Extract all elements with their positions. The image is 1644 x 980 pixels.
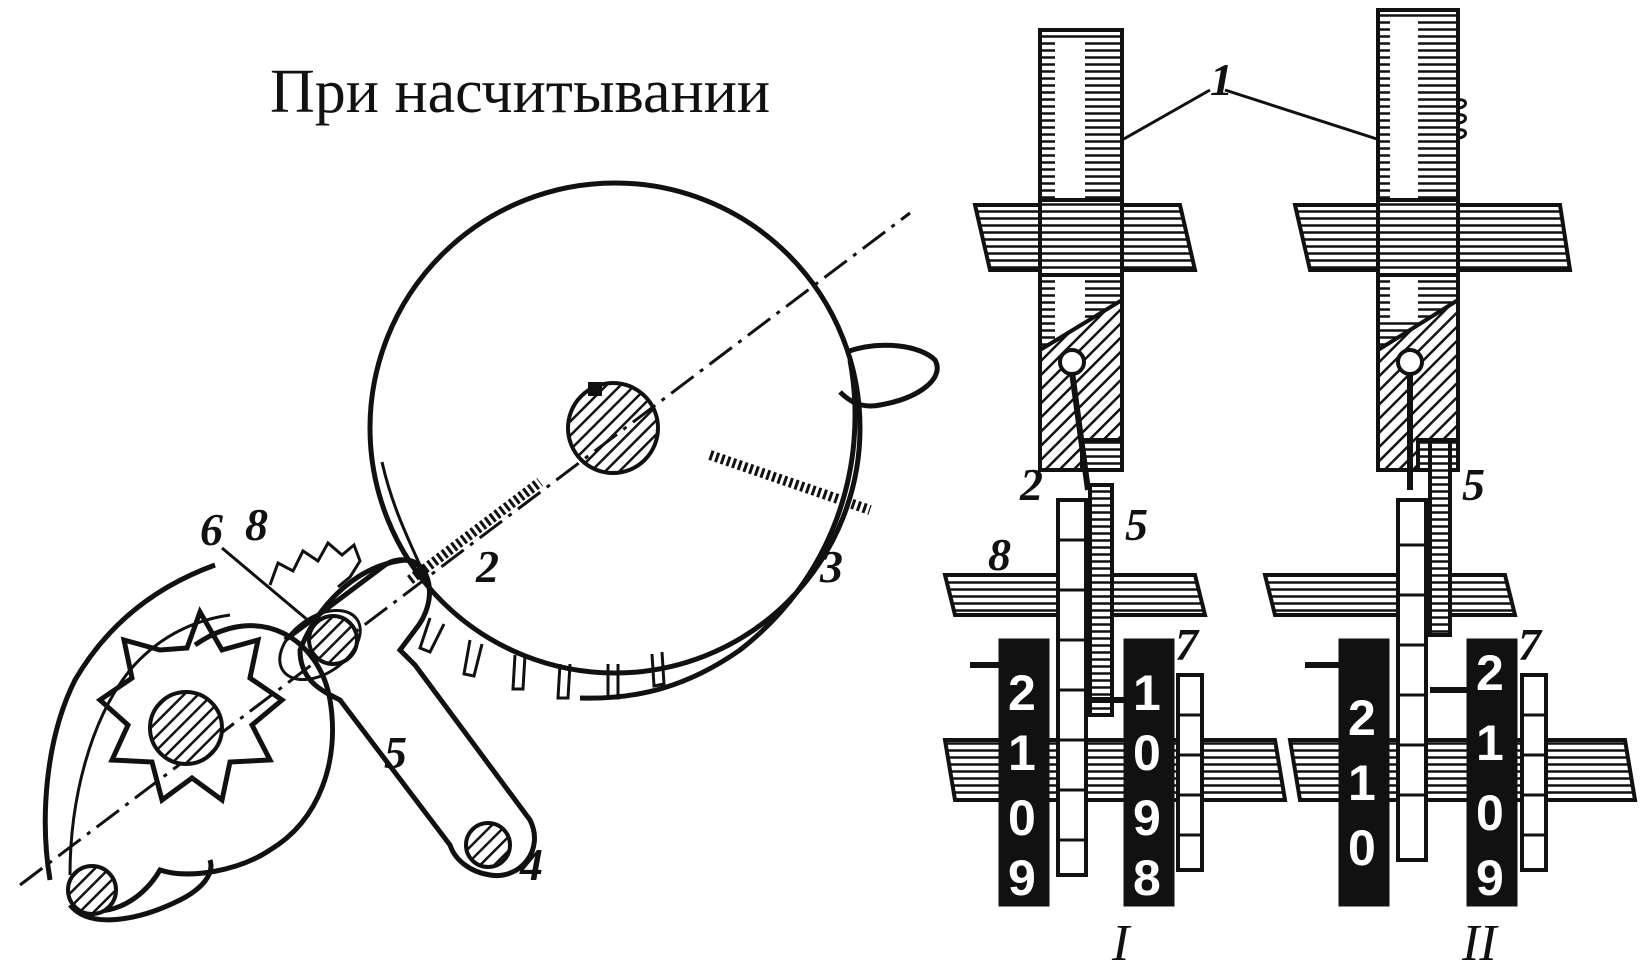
view-II-pivot bbox=[1396, 348, 1424, 376]
view-I-label-8: 8 bbox=[988, 529, 1011, 580]
bottom-pivot bbox=[66, 864, 118, 916]
view-I-right-digit-2: 9 bbox=[1133, 790, 1161, 846]
disc-rim-arc bbox=[579, 359, 858, 701]
center-line bbox=[19, 211, 911, 887]
view-I-bottom-shaft bbox=[942, 738, 1288, 802]
gear-8 bbox=[268, 540, 362, 589]
view-I-right-gear bbox=[1176, 673, 1204, 872]
view-I-left-digit-0: 2 bbox=[1008, 665, 1036, 721]
view-II-lever-5 bbox=[1428, 438, 1452, 637]
view-I-right-digit-1: 0 bbox=[1133, 725, 1161, 781]
view-I-label-5: 5 bbox=[1125, 499, 1148, 550]
main-disc bbox=[367, 180, 863, 676]
view-I-left-digit-3: 9 bbox=[1008, 850, 1036, 906]
disc-cam-lobe bbox=[838, 342, 940, 409]
view-I-left-digit-1: 1 bbox=[1008, 725, 1036, 781]
view-II-clip bbox=[1457, 98, 1467, 140]
pin-6-slot bbox=[278, 608, 362, 682]
view-II-label-7: 7 bbox=[1518, 619, 1543, 670]
gear-shaft bbox=[148, 690, 224, 766]
disc-key bbox=[588, 382, 602, 396]
label-3: 3 bbox=[819, 541, 843, 592]
view-I-gear-stack bbox=[1056, 498, 1088, 877]
label-2: 2 bbox=[475, 541, 499, 592]
pawl-spring-inner bbox=[68, 613, 231, 876]
view-I-wheel-left bbox=[998, 638, 1050, 907]
view-II-left-digit-0: 2 bbox=[1348, 690, 1376, 746]
ratchet-gear bbox=[95, 606, 287, 805]
view-I-pawl bbox=[1069, 371, 1091, 491]
pin-4 bbox=[464, 821, 512, 869]
disc-shaft bbox=[566, 381, 660, 475]
left-mechanism bbox=[19, 180, 940, 923]
disc-teeth bbox=[418, 617, 666, 700]
view-II-right-digit-1: 1 bbox=[1476, 715, 1504, 771]
view-I-right-digit-0: 1 bbox=[1133, 665, 1161, 721]
spring-2 bbox=[406, 478, 544, 584]
leader-1-b bbox=[1224, 88, 1381, 142]
view-I-label-7: 7 bbox=[1175, 619, 1200, 670]
spring-3 bbox=[708, 450, 872, 515]
view-II-wheel-left bbox=[1338, 638, 1390, 907]
view-II-right-digit-3: 9 bbox=[1476, 850, 1504, 906]
label-8: 8 bbox=[245, 499, 268, 550]
view-I-label-1: 1 bbox=[1210, 54, 1233, 105]
label-6: 6 bbox=[200, 504, 223, 555]
label-4: 4 bbox=[519, 839, 543, 890]
lever-5 bbox=[297, 557, 537, 879]
view-II-right-digit-0: 2 bbox=[1476, 645, 1504, 701]
view-II bbox=[1262, 8, 1638, 907]
view-I-wheel-right bbox=[1123, 638, 1175, 907]
view-II-wheel-right bbox=[1466, 638, 1518, 907]
view-II-right-digit-2: 0 bbox=[1476, 785, 1504, 841]
view-I bbox=[942, 28, 1288, 907]
view-I-left-digit-2: 0 bbox=[1008, 790, 1036, 846]
view-I-label-2: 2 bbox=[1019, 459, 1043, 510]
leader-1-a bbox=[1121, 88, 1211, 142]
leader-6 bbox=[221, 546, 311, 624]
view-II-left-digit-1: 1 bbox=[1348, 755, 1376, 811]
gear-housing bbox=[78, 623, 335, 914]
view-I-pivot bbox=[1058, 348, 1086, 376]
link-arm bbox=[283, 557, 428, 642]
pawl-spring bbox=[42, 562, 216, 881]
view-II-middle-shaft bbox=[1262, 573, 1518, 617]
view-II-right-gear bbox=[1520, 673, 1548, 872]
view-II-slide-block bbox=[1376, 296, 1460, 472]
view-II-caption: II bbox=[1461, 915, 1499, 972]
view-II-left-digit-2: 0 bbox=[1348, 820, 1376, 876]
view-I-lever-5 bbox=[1088, 483, 1114, 717]
label-5: 5 bbox=[384, 727, 407, 778]
view-I-right-digit-3: 8 bbox=[1133, 850, 1161, 906]
view-I-caption: I bbox=[1111, 915, 1132, 972]
view-II-gear-stack bbox=[1396, 498, 1428, 862]
view-II-label-5: 5 bbox=[1462, 459, 1485, 510]
diagram-title: При насчитывании bbox=[270, 58, 770, 126]
pivot-arm bbox=[68, 859, 214, 923]
